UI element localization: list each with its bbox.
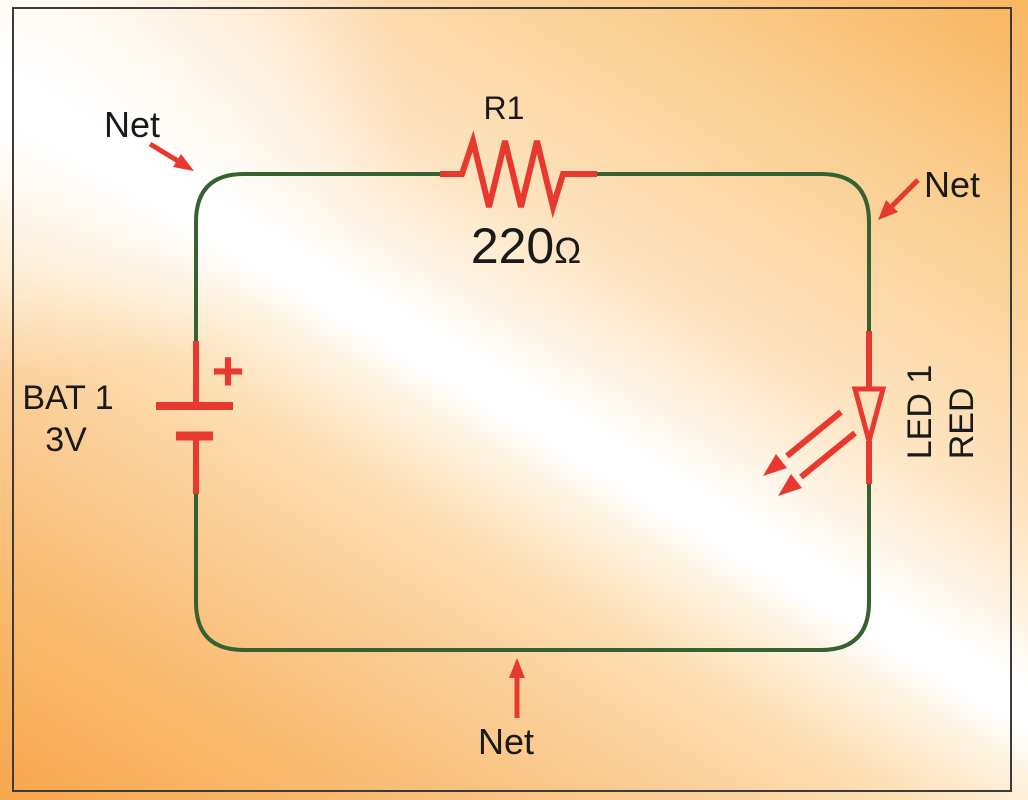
net-arrow-head [173,154,194,171]
resistor-symbol [440,130,597,219]
net-arrow-bottom [509,658,525,718]
led-emission-arrow-head [763,454,787,476]
led-ref-label: LED 1 [901,364,939,460]
led-emission-arrow-line [799,430,857,480]
border-frame [12,7,1012,792]
resistor-value-label: 220Ω [471,221,581,271]
battery-ref-label: BAT 1 [22,379,114,417]
net-arrow-head [509,658,525,678]
led-label-block: LED 1 RED [899,365,983,460]
battery-symbol [156,341,233,494]
led-color-label: RED [943,387,981,460]
net-arrow-top-left [148,141,194,171]
led-emission-arrow-line [785,409,843,459]
led-symbol [763,331,887,496]
resistor-ref-label: R1 [483,90,525,126]
net-label-top-left: Net [103,104,161,145]
resistor-unit: Ω [554,230,582,271]
wire-top-right [597,172,871,332]
wire-bottom [194,483,871,652]
led-emission-arrows [763,409,857,496]
net-arrow-head [878,200,898,220]
net-label-bottom: Net [477,721,535,762]
net-label-right: Net [923,164,981,205]
battery-plus-sign: + [211,339,245,402]
net-arrow-right [878,178,920,220]
net-arrow-line [148,141,180,164]
net-annotation-arrows [148,141,920,718]
wire-net [194,172,871,652]
led-emission-arrow-head [778,474,802,496]
resistor-value: 220 [470,218,555,274]
battery-voltage-label: 3V [45,421,87,459]
resistor-zigzag [440,130,597,219]
wire-top-left [194,172,440,344]
net-arrow-line [890,178,920,208]
led-triangle [851,386,887,451]
